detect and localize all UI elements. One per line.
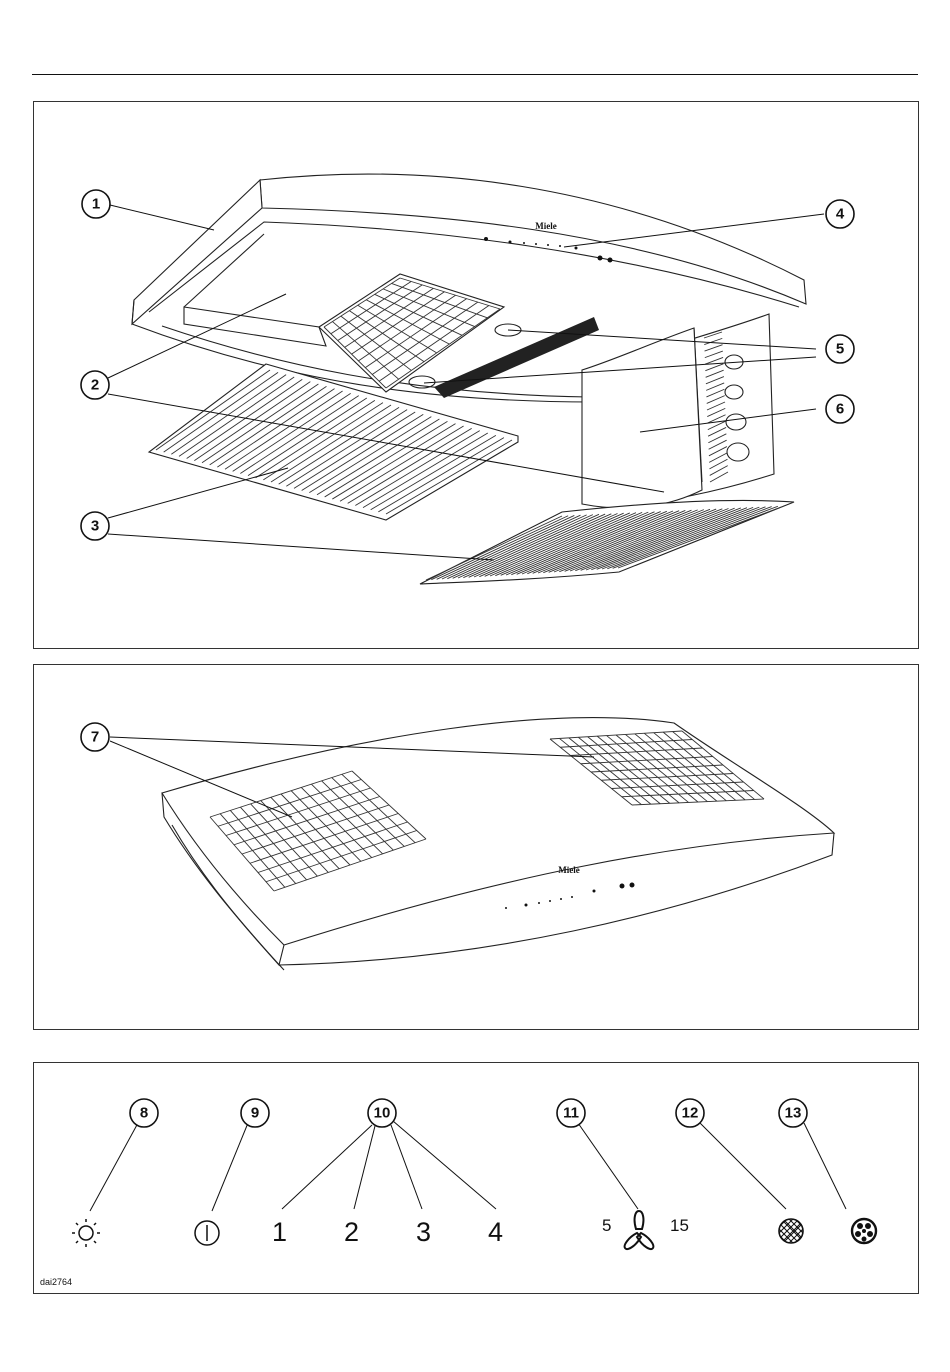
removed-grease-filter-right xyxy=(420,500,794,584)
hood-top-body xyxy=(162,718,834,970)
callout-7: 7 xyxy=(81,723,109,751)
callout-13: 13 xyxy=(779,1099,807,1127)
power-icon[interactable] xyxy=(195,1221,219,1245)
hood-underside-drawing: Miele xyxy=(34,102,920,650)
callout-2: 2 xyxy=(81,371,109,399)
svg-text:5: 5 xyxy=(836,341,844,358)
svg-text:4: 4 xyxy=(836,206,845,223)
fan-speed-1-button[interactable]: 1 xyxy=(272,1219,287,1246)
run-on-max-label: 15 xyxy=(670,1217,689,1234)
header-rule xyxy=(32,74,918,75)
svg-text:6: 6 xyxy=(836,401,844,418)
brand-logo: Miele xyxy=(535,221,557,231)
svg-text:13: 13 xyxy=(785,1105,802,1122)
svg-text:11: 11 xyxy=(563,1105,579,1122)
callout-4: 4 xyxy=(826,200,854,228)
run-on-min-label: 5 xyxy=(602,1217,611,1234)
callout-8: 8 xyxy=(130,1099,158,1127)
callout-5: 5 xyxy=(826,335,854,363)
svg-text:2: 2 xyxy=(91,377,99,394)
diagram-panel-top-view: Miele 7 xyxy=(33,664,919,1030)
fan-speed-3-button[interactable]: 3 xyxy=(416,1219,431,1246)
reference-code: dai2764 xyxy=(40,1277,72,1287)
hood-top-drawing: Miele 7 xyxy=(34,665,920,1031)
svg-text:12: 12 xyxy=(682,1105,699,1122)
diagram-panel-underside-view: Miele xyxy=(33,101,919,649)
brand-logo-top: Miele xyxy=(558,865,580,875)
callout-12: 12 xyxy=(676,1099,704,1127)
callout-10: 10 xyxy=(368,1099,396,1127)
svg-text:3: 3 xyxy=(91,518,99,535)
grease-filter-saturation-icon[interactable] xyxy=(775,1213,809,1249)
fan-speed-2-button[interactable]: 2 xyxy=(344,1219,359,1246)
callout-9: 9 xyxy=(241,1099,269,1127)
controls-drawing: 8 9 10 11 12 13 xyxy=(34,1063,920,1295)
controls-legend-panel: 8 9 10 11 12 13 1 2 3 4 5 15 xyxy=(33,1062,919,1294)
callout-11: 11 xyxy=(557,1099,585,1127)
fan-speed-4-button[interactable]: 4 xyxy=(488,1219,503,1246)
charcoal-filter-saturation-icon[interactable] xyxy=(852,1219,876,1243)
fan-run-on-icon[interactable] xyxy=(625,1211,654,1249)
callout-1: 1 xyxy=(82,190,110,218)
callout-3: 3 xyxy=(81,512,109,540)
light-sun-icon[interactable] xyxy=(72,1219,100,1247)
svg-text:7: 7 xyxy=(91,729,99,746)
svg-text:9: 9 xyxy=(251,1105,259,1122)
svg-text:10: 10 xyxy=(374,1105,391,1122)
callout-6: 6 xyxy=(826,395,854,423)
svg-text:1: 1 xyxy=(92,196,100,213)
svg-text:8: 8 xyxy=(140,1105,148,1122)
